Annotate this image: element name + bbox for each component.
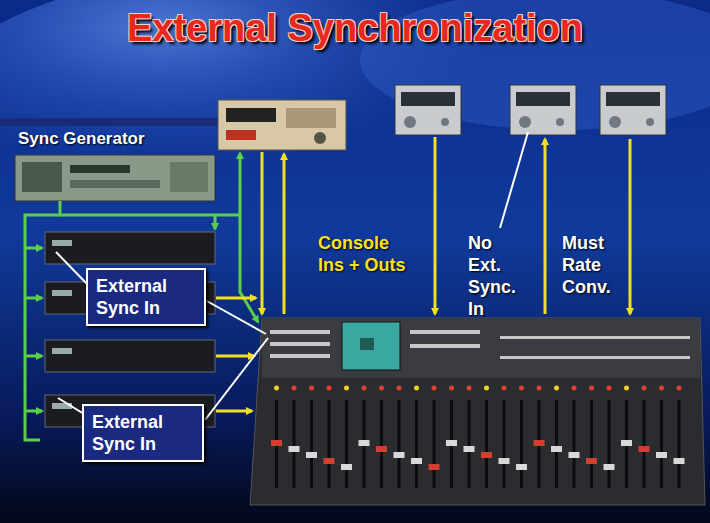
fader-slot xyxy=(555,400,558,488)
fader-knob xyxy=(586,458,597,464)
fader-knob xyxy=(464,446,475,452)
note-label: No Ext. Sync. In xyxy=(468,232,528,320)
console-led xyxy=(449,386,454,391)
console-led xyxy=(502,386,507,391)
console-led xyxy=(519,386,524,391)
fader-knob xyxy=(516,464,527,470)
console-led xyxy=(607,386,612,391)
title-text: External Synchronization xyxy=(127,7,583,49)
fader-knob xyxy=(551,446,562,452)
fader-slot xyxy=(660,400,663,488)
console-led xyxy=(537,386,542,391)
fader-knob xyxy=(394,452,405,458)
console-led xyxy=(554,386,559,391)
fader-knob xyxy=(569,452,580,458)
note-label: Must Rate Conv. xyxy=(562,232,622,298)
callout-text: External Sync In xyxy=(96,275,196,319)
fader-slot xyxy=(643,400,646,488)
fader-slot xyxy=(573,400,576,488)
fader-slot xyxy=(608,400,611,488)
fader-slot xyxy=(678,400,681,488)
fader-slot xyxy=(310,400,313,488)
fader-slot xyxy=(345,400,348,488)
fader-knob xyxy=(341,464,352,470)
console-led xyxy=(572,386,577,391)
console-led xyxy=(659,386,664,391)
fader-knob xyxy=(621,440,632,446)
console-led xyxy=(397,386,402,391)
console-led xyxy=(677,386,682,391)
fader-knob xyxy=(359,440,370,446)
fader-slot xyxy=(485,400,488,488)
fader-knob xyxy=(446,440,457,446)
fader-knob xyxy=(411,458,422,464)
console-led xyxy=(467,386,472,391)
console-led xyxy=(327,386,332,391)
fader-slot xyxy=(520,400,523,488)
console-io-label: Console Ins + Outs xyxy=(318,232,415,276)
slide-title: External Synchronization xyxy=(0,4,710,52)
fader-knob xyxy=(604,464,615,470)
device-heading: Sync Generator xyxy=(18,128,145,150)
console-led xyxy=(414,386,419,391)
fader-slot xyxy=(293,400,296,488)
console-led xyxy=(379,386,384,391)
fader-slot xyxy=(468,400,471,488)
fader-knob xyxy=(639,446,650,452)
fader-knob xyxy=(376,446,387,452)
console-led xyxy=(292,386,297,391)
console-led xyxy=(309,386,314,391)
callout-text: External Sync In xyxy=(92,411,194,455)
console-led xyxy=(624,386,629,391)
fader-slot xyxy=(398,400,401,488)
sync-generator: Sync Generator xyxy=(15,155,215,201)
fader-slot xyxy=(590,400,593,488)
fader-knob xyxy=(674,458,685,464)
fader-slot xyxy=(503,400,506,488)
console-led xyxy=(432,386,437,391)
fader-knob xyxy=(481,452,492,458)
fader-knob xyxy=(271,440,282,446)
fader-knob xyxy=(429,464,440,470)
callout-box: External Sync In xyxy=(86,268,206,326)
console-led xyxy=(362,386,367,391)
fader-knob xyxy=(656,452,667,458)
fader-knob xyxy=(289,446,300,452)
fader-knob xyxy=(324,458,335,464)
fader-knob xyxy=(306,452,317,458)
console-led xyxy=(344,386,349,391)
console-led xyxy=(274,386,279,391)
fader-knob xyxy=(499,458,510,464)
fader-slot xyxy=(380,400,383,488)
callout-box: External Sync In xyxy=(82,404,204,462)
console-led xyxy=(642,386,647,391)
fader-slot xyxy=(328,400,331,488)
fader-slot xyxy=(433,400,436,488)
fader-knob xyxy=(534,440,545,446)
console-led xyxy=(589,386,594,391)
console-led xyxy=(484,386,489,391)
fader-slot xyxy=(415,400,418,488)
